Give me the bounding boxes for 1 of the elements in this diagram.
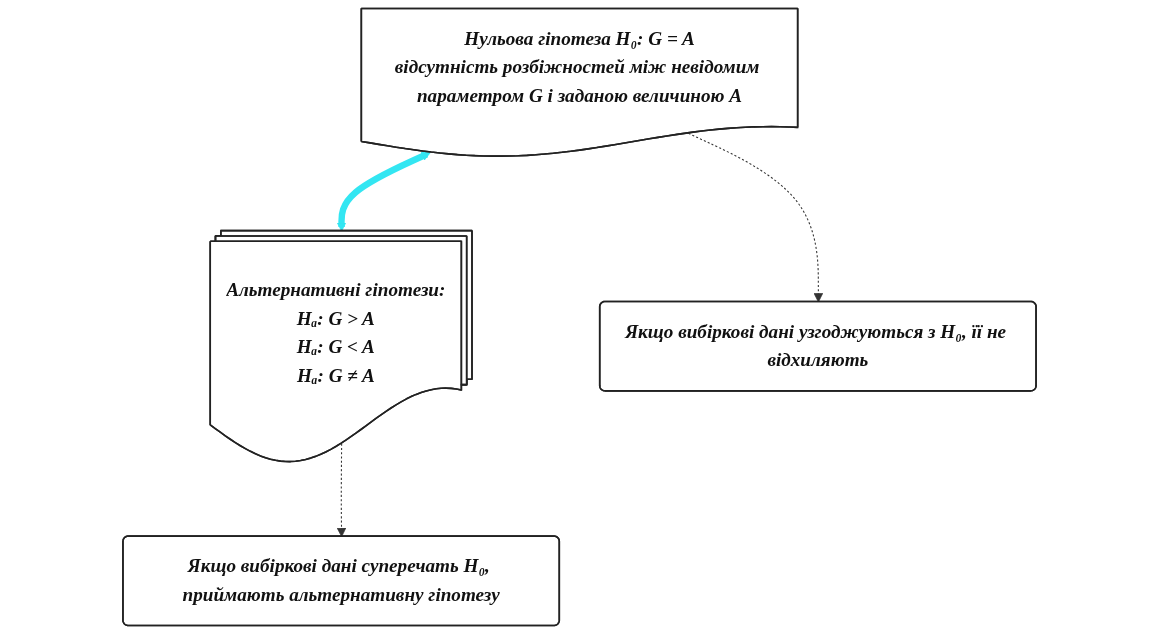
arrow xyxy=(336,443,347,538)
